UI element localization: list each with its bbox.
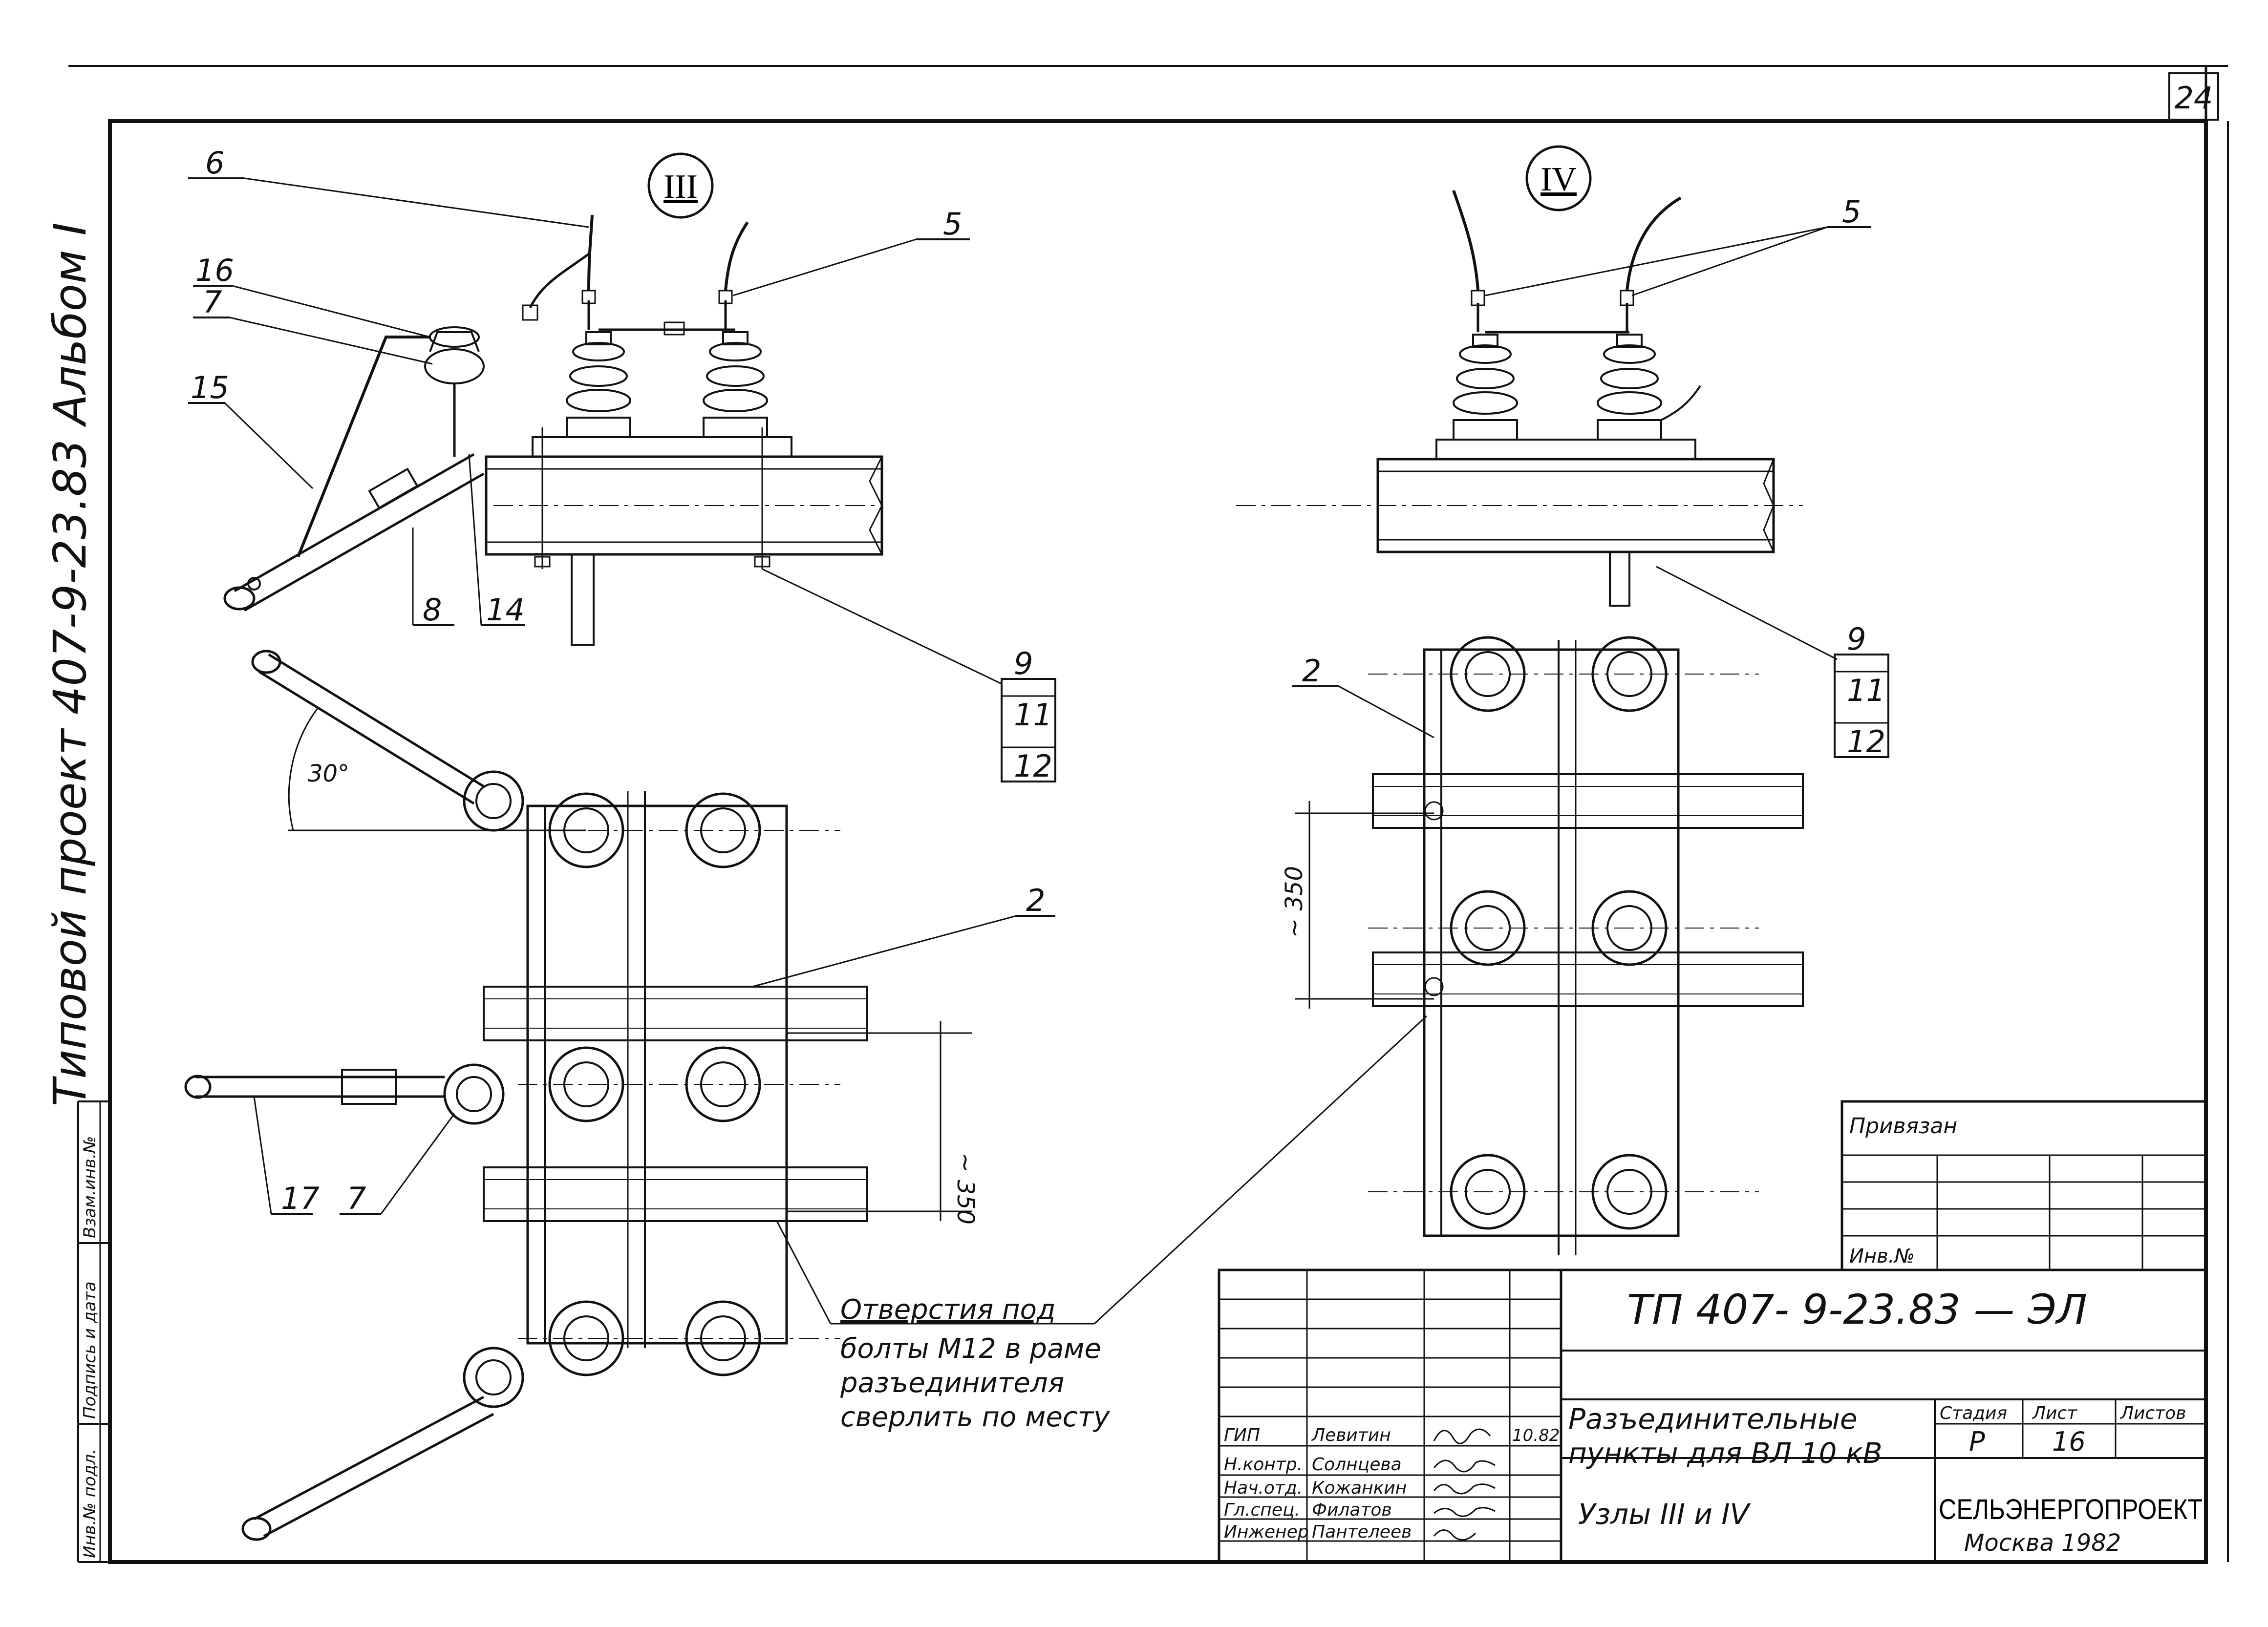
view-iii-callouts: 6 16 7 15 5 8 14 9 11 12 — [188, 145, 1056, 784]
callout-5-iv: 5 — [1842, 194, 1861, 230]
beam-2 — [483, 1166, 868, 1222]
callout-11-iv: 11 — [1847, 673, 1885, 708]
staff-role: Нач.отд. — [1224, 1478, 1303, 1498]
value-stage: Р — [1969, 1426, 1985, 1457]
view-iii-plan: 30° ~ 350 — [184, 650, 979, 1541]
staff-name: Филатов — [1312, 1500, 1392, 1520]
view-iv-plan: ~ 350 — [1281, 636, 1804, 1255]
staff-name: Левитин — [1311, 1425, 1391, 1445]
binding-block: Привязан Инв.№ — [1840, 1100, 2207, 1271]
note-line-3: разъединителя — [840, 1367, 1064, 1399]
angle-dim: 30° — [308, 760, 349, 787]
callout-12-iv: 12 — [1847, 724, 1885, 760]
org-city-year: Москва 1982 — [1964, 1529, 2121, 1557]
title-block: ТП 407- 9-23.83 — ЭЛ Разъединительные пу… — [1218, 1268, 2207, 1564]
view-iv-elevation: IV — [1236, 145, 1803, 607]
drilling-note: Отверстия под болты М12 в раме разъедини… — [776, 1015, 1428, 1433]
side-main-title: Типовой проект 407-9-23.83 Альбом I — [44, 222, 96, 1106]
side-cell-original-inv: Инв.№ подл. — [80, 1449, 100, 1558]
view-iii-elevation: III — [223, 152, 883, 646]
callout-2-iv: 2 — [1302, 653, 1321, 689]
insulator-1 — [566, 331, 631, 438]
view-iii-plan-callouts: 2 17 7 — [253, 883, 1055, 1216]
page-number-box: 24 — [2168, 72, 2219, 121]
side-cell-signature-date: Подпись и дата — [80, 1281, 100, 1419]
staff-name: Пантелеев — [1312, 1522, 1412, 1542]
title-line-3: Узлы III и IV — [1578, 1498, 1751, 1531]
inv-label: Инв.№ — [1849, 1245, 1915, 1268]
staff-rows: ГИП Левитин 10.82 Н.контр. Солнцева Нач.… — [1224, 1425, 1560, 1542]
callout-5: 5 — [943, 206, 962, 242]
signatures — [1433, 1428, 1496, 1541]
callout-14: 14 — [486, 592, 525, 628]
staff-role: Инженер — [1224, 1522, 1309, 1542]
drawing-frame — [68, 65, 2229, 1564]
callout-2: 2 — [1026, 883, 1045, 918]
note-line-1: Отверстия под — [840, 1294, 1056, 1326]
title-line-1: Разъединительные — [1568, 1402, 1858, 1436]
callout-17: 17 — [281, 1181, 320, 1216]
doc-code: ТП 407- 9-23.83 — ЭЛ — [1627, 1286, 2087, 1333]
title-line-2: пункты для ВЛ 10 кВ — [1568, 1437, 1883, 1470]
view-iii-label: III — [663, 168, 698, 206]
beam-iv-2 — [1372, 951, 1804, 1007]
value-sheet: 16 — [2052, 1426, 2086, 1457]
view-iv-callouts: 5 9 11 12 2 — [1292, 194, 1889, 760]
side-cell-replace-inv: Взам.инв.№ — [80, 1136, 100, 1238]
callout-9: 9 — [1014, 646, 1033, 681]
callout-8: 8 — [423, 592, 442, 628]
header-sheet: Лист — [2032, 1403, 2077, 1423]
insulator-iv-1 — [1453, 334, 1518, 441]
dist-dim-left: ~ 350 — [952, 1153, 979, 1225]
callout-7-plan: 7 — [347, 1181, 366, 1216]
page-number: 24 — [2175, 80, 2213, 116]
dist-dim-right: ~ 350 — [1281, 866, 1308, 938]
note-line-4: сверлить по месту — [840, 1401, 1110, 1433]
staff-date: 10.82 — [1512, 1426, 1560, 1445]
callout-7: 7 — [203, 284, 222, 320]
staff-role: Гл.спец. — [1224, 1500, 1300, 1520]
privyazan-label: Привязан — [1849, 1114, 1957, 1139]
view-iv-label: IV — [1541, 161, 1577, 198]
header-sheets: Листов — [2119, 1403, 2186, 1423]
callout-12: 12 — [1014, 748, 1052, 784]
insulator-iv-2 — [1597, 334, 1662, 441]
org-name: СЕЛЬЭНЕРГОПРОЕКТ — [1939, 1494, 2203, 1525]
staff-role: ГИП — [1224, 1425, 1260, 1445]
staff-role: Н.контр. — [1224, 1455, 1303, 1475]
callout-6: 6 — [205, 145, 224, 181]
staff-name: Кожанкин — [1312, 1478, 1407, 1498]
beam-1 — [483, 986, 868, 1041]
callout-15: 15 — [191, 370, 229, 405]
callout-11: 11 — [1014, 697, 1052, 733]
callout-9-iv: 9 — [1847, 621, 1866, 657]
drive-arm — [223, 453, 485, 612]
side-strip: Типовой проект 407-9-23.83 Альбом I Взам… — [44, 222, 110, 1563]
insulator-2 — [703, 331, 768, 438]
beam-iv-1 — [1372, 773, 1804, 829]
callout-16: 16 — [195, 253, 234, 288]
note-line-2: болты М12 в раме — [840, 1333, 1101, 1365]
support-insulator — [424, 326, 485, 457]
staff-name: Солнцева — [1312, 1455, 1402, 1475]
header-stage: Стадия — [1940, 1403, 2007, 1423]
